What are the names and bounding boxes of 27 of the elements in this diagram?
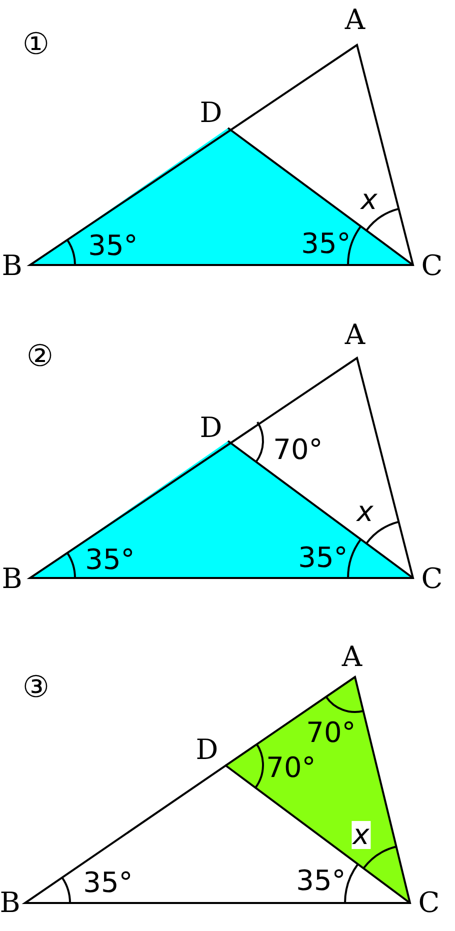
- angle-label: 35°: [84, 546, 136, 574]
- angle-label: 70°: [272, 436, 324, 464]
- point-label: C: [417, 889, 441, 917]
- angle-label: 35°: [87, 232, 139, 260]
- point-label: D: [198, 414, 224, 442]
- point-label: C: [420, 565, 444, 593]
- angle-label: 70°: [305, 719, 357, 747]
- angle-variable: x: [352, 821, 370, 849]
- angle-variable: x: [356, 498, 374, 526]
- angle-label: 35°: [82, 869, 134, 897]
- figure-number: ③: [22, 673, 50, 703]
- point-label: A: [344, 321, 366, 349]
- point-label: A: [340, 643, 364, 671]
- point-label: B: [0, 889, 22, 917]
- point-label: A: [344, 6, 366, 34]
- angle-label: 70°: [265, 754, 317, 782]
- point-label: C: [420, 252, 444, 280]
- figure-number: ①: [22, 30, 50, 60]
- point-label: B: [0, 565, 24, 593]
- angle-label: 35°: [300, 230, 352, 258]
- figure-number: ②: [26, 342, 54, 372]
- angle-label: 35°: [295, 867, 347, 895]
- point-label: B: [0, 252, 24, 280]
- point-label: D: [194, 736, 220, 764]
- point-label: D: [198, 99, 224, 127]
- angle-label: 35°: [297, 544, 349, 572]
- angle-variable: x: [360, 186, 378, 214]
